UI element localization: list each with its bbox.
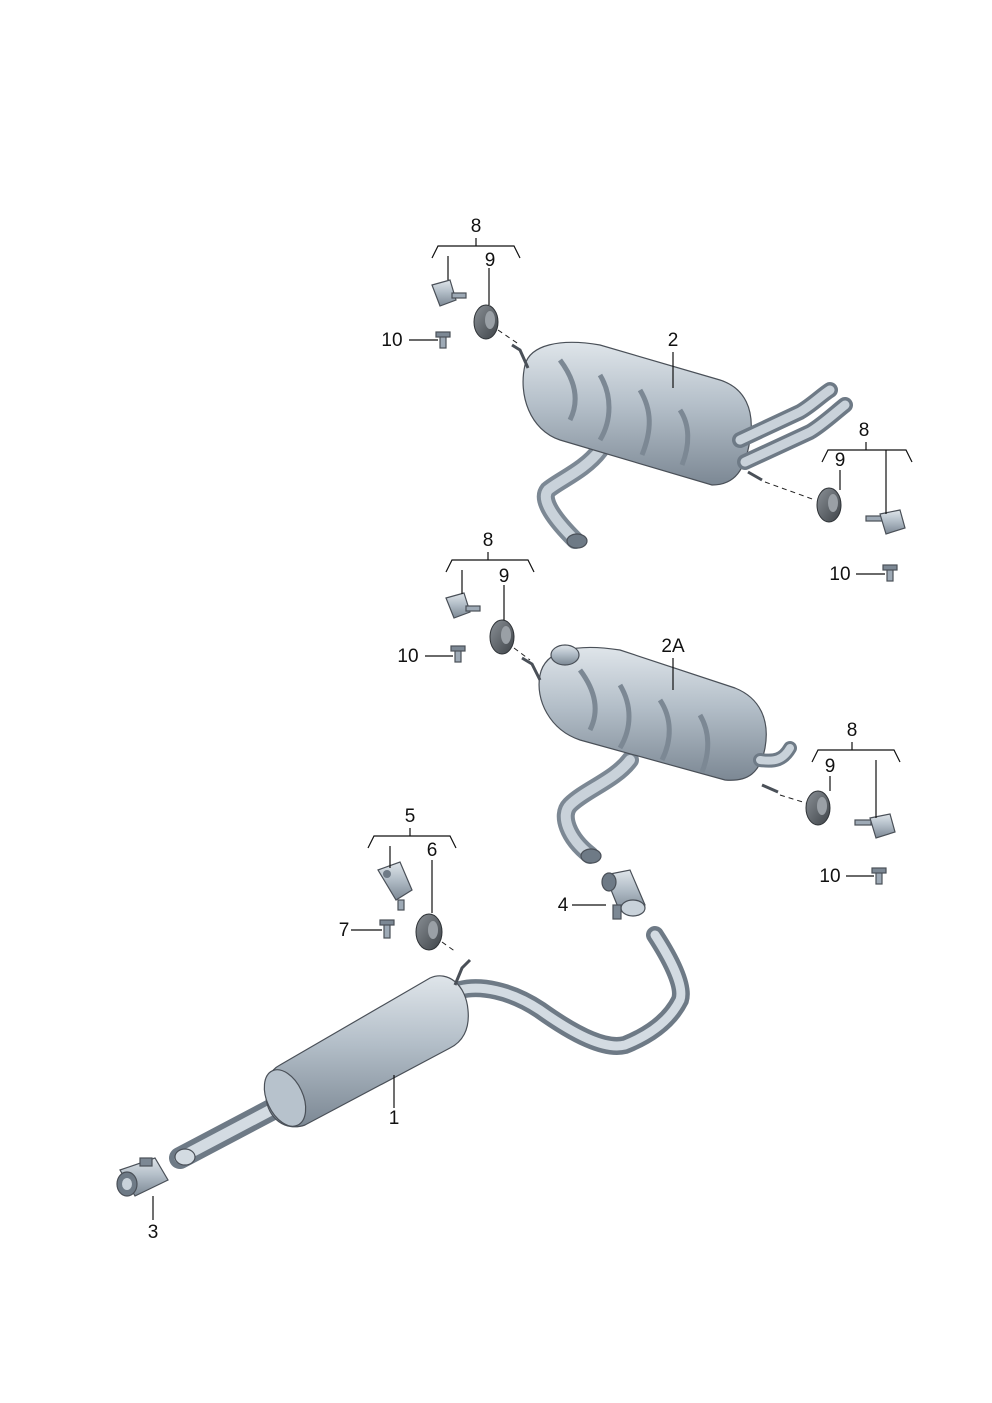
rear-silencer-twin-tailpipe [511, 341, 853, 549]
callout-9-top-left: 9 [485, 250, 496, 271]
callout-1: 1 [389, 1108, 400, 1129]
bracket-assembly-top-right [816, 487, 906, 582]
callout-8-top-right: 8 [859, 420, 870, 441]
bracket-assembly-front [377, 861, 443, 951]
bracket-assembly-mid-left [445, 592, 515, 663]
callout-4: 4 [558, 895, 569, 916]
center-silencer-with-pipes [169, 926, 690, 1169]
callout-10-mid-left: 10 [397, 646, 418, 667]
callout-2a: 2A [661, 636, 685, 657]
callout-9-mid-right: 9 [825, 756, 836, 777]
rear-silencer-single [521, 644, 797, 864]
bracket-assembly-top-left [431, 279, 499, 349]
callout-10-mid-right: 10 [819, 866, 840, 887]
callout-8-top-left: 8 [471, 216, 482, 237]
pipe-clamp-front [116, 1157, 169, 1197]
callout-6: 6 [427, 840, 438, 861]
callout-9-top-right: 9 [835, 450, 846, 471]
callout-7: 7 [339, 920, 350, 941]
callout-9-mid-left: 9 [499, 566, 510, 587]
callout-8-mid-right: 8 [847, 720, 858, 741]
callout-8-mid-left: 8 [483, 530, 494, 551]
callout-3: 3 [148, 1222, 159, 1243]
callout-10-top-right: 10 [829, 564, 850, 585]
callout-5: 5 [405, 806, 416, 827]
pipe-clamp-mid [601, 869, 646, 920]
bracket-assembly-mid-right [805, 790, 896, 885]
callout-2: 2 [668, 330, 679, 351]
callout-10-top-left: 10 [381, 330, 402, 351]
